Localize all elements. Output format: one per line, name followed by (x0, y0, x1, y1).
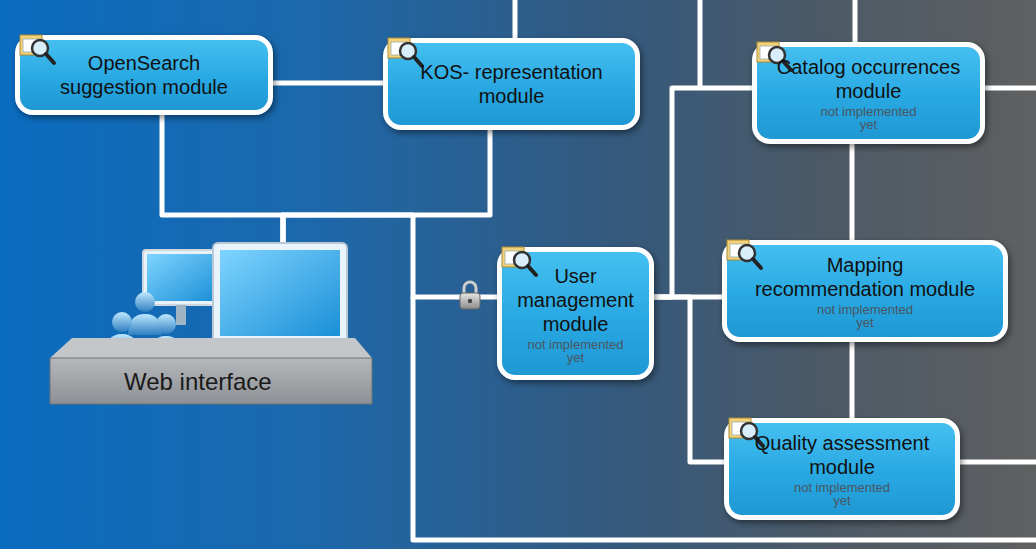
status-note: not implemented yet (521, 338, 631, 364)
lock-hole (468, 299, 472, 303)
module-title: Mapping recommendation module (753, 253, 978, 301)
search-icon (16, 32, 60, 68)
module-box: User management modulenot implemented ye… (497, 247, 654, 380)
person-head (112, 312, 132, 332)
module-title: Web interface (124, 368, 272, 396)
search-icon (723, 237, 767, 273)
laptop-base (190, 343, 372, 360)
connector-line (283, 215, 497, 297)
web-interface-platform: Web interface (50, 240, 372, 404)
person-body (105, 334, 139, 356)
platform-top (50, 338, 372, 358)
search-icon-part (528, 266, 536, 275)
connector-line (283, 130, 490, 243)
wire (513, 0, 518, 40)
person-head (156, 314, 176, 334)
wire (698, 0, 703, 90)
connector-line (162, 115, 283, 243)
module-title: Catalog occurrences module (769, 55, 969, 103)
module-title: User management module (513, 264, 638, 336)
lock-symbol (460, 282, 480, 309)
person-body (128, 314, 162, 335)
monitor-stand (176, 305, 186, 325)
connector-line (850, 144, 855, 240)
monitor (143, 250, 221, 305)
connector-line (850, 342, 855, 418)
module-box: Mapping recommendation modulenot impleme… (722, 240, 1008, 342)
module-box: Quality assessment modulenot implemented… (724, 418, 960, 520)
search-icon-part (753, 259, 761, 268)
module-title: OpenSearch suggestion module (57, 51, 232, 99)
connector-line (273, 81, 383, 86)
monitor-screen (147, 254, 217, 301)
platform-front (50, 358, 372, 404)
module-title: KOS- representation module (404, 60, 619, 108)
module-box: OpenSearch suggestion module (15, 35, 273, 115)
person-body (149, 336, 183, 358)
lock-body (460, 293, 480, 309)
search-icon (498, 244, 542, 280)
laptop-screen (220, 250, 340, 336)
status-note: not implemented yet (787, 481, 897, 507)
connector-line (654, 297, 724, 462)
status-note: not implemented yet (810, 303, 920, 329)
module-box: Catalog occurrences modulenot implemente… (752, 42, 985, 144)
wire (853, 0, 858, 44)
person-head (135, 292, 155, 312)
workstation-illustration (50, 243, 372, 404)
module-title: Quality assessment module (742, 431, 942, 479)
search-icon-part (46, 54, 54, 63)
laptop-lid (213, 243, 347, 343)
lock-shackle (464, 282, 476, 294)
module-box: KOS- representation module (383, 38, 640, 130)
status-note: not implemented yet (814, 105, 924, 131)
